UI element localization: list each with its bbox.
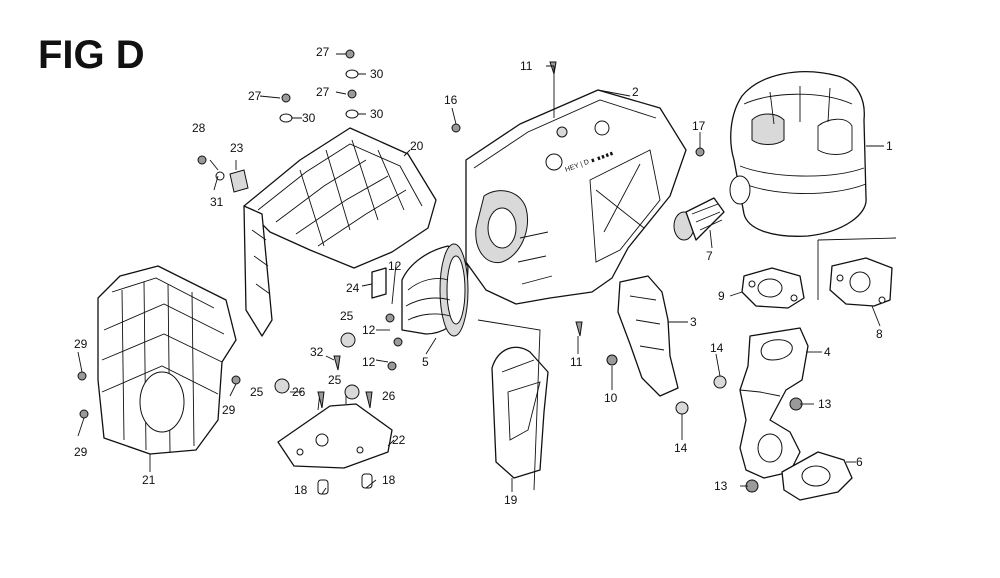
callout-13-bottom: 13 <box>714 479 728 493</box>
callout-1: 1 <box>886 139 893 153</box>
exhaust-gasket-part <box>781 451 853 501</box>
air-guide-part <box>401 243 469 337</box>
callout-3: 3 <box>690 315 697 329</box>
callout-6: 6 <box>856 455 863 469</box>
callout-9: 9 <box>718 289 725 303</box>
callout-23: 23 <box>230 141 244 155</box>
callout-21: 21 <box>142 473 156 487</box>
callout-11-bottom: 11 <box>570 355 583 369</box>
callout-20: 20 <box>410 139 424 153</box>
hardware-group <box>77 49 803 495</box>
callout-12-top: 12 <box>388 259 402 273</box>
callout-30-top: 30 <box>370 67 384 81</box>
exhaust-pipe-part <box>739 327 809 479</box>
callout-4: 4 <box>824 345 831 359</box>
callout-5: 5 <box>422 355 429 369</box>
callout-18-right: 18 <box>382 473 396 487</box>
callout-17: 17 <box>692 119 706 133</box>
callout-26-right: 26 <box>382 389 396 403</box>
callout-32: 32 <box>310 345 324 359</box>
callout-12-mid: 12 <box>362 323 376 337</box>
callout-2: 2 <box>632 85 639 99</box>
callout-27-mid: 27 <box>316 85 330 99</box>
callout-22: 22 <box>392 433 406 447</box>
callout-31: 31 <box>210 195 224 209</box>
leader-lines <box>77 53 884 495</box>
callout-28: 28 <box>192 121 206 135</box>
callout-27-top: 27 <box>316 45 330 59</box>
callout-30-mid: 30 <box>370 107 384 121</box>
callout-29-bottom: 29 <box>74 445 88 459</box>
callout-25-top: 25 <box>340 309 354 323</box>
callout-12-bottom: 12 <box>362 355 376 369</box>
callout-14-bottom: 14 <box>674 441 688 455</box>
bracket-plate-part <box>277 390 393 469</box>
gasket-8-part <box>829 257 893 307</box>
deflector-part <box>617 275 679 397</box>
figure-title: FIG D <box>38 33 145 77</box>
callout-14-top: 14 <box>710 341 724 355</box>
callout-10: 10 <box>604 391 618 405</box>
callout-30-left: 30 <box>302 111 316 125</box>
callout-8: 8 <box>876 327 883 341</box>
side-cover-part <box>477 319 549 491</box>
gasket-9-part <box>741 267 805 309</box>
head-cover-part <box>243 127 437 337</box>
callout-7: 7 <box>706 249 713 263</box>
callout-16: 16 <box>444 93 458 107</box>
callout-24: 24 <box>346 281 360 295</box>
callout-26-left: 26 <box>292 385 306 399</box>
callout-labels: 1 2 3 4 5 6 7 8 9 10 11 11 12 12 12 13 1… <box>74 45 893 507</box>
callout-25-mid: 25 <box>328 373 342 387</box>
callout-13-top: 13 <box>818 397 832 411</box>
callout-29-right: 29 <box>222 403 236 417</box>
callout-25-left: 25 <box>250 385 264 399</box>
muffler-cover-part <box>729 71 867 237</box>
cylinder-baffle-part <box>97 265 237 455</box>
inset-divider <box>817 237 897 300</box>
callout-11-top: 11 <box>520 59 533 73</box>
spark-arrester-part <box>673 197 725 241</box>
callout-19: 19 <box>504 493 518 507</box>
callout-18-left: 18 <box>294 483 308 497</box>
callout-27-left: 27 <box>248 89 262 103</box>
fan-shroud-part: HEY | D ∎ ∎∎∎∎ <box>465 89 687 305</box>
callout-29-top: 29 <box>74 337 88 351</box>
